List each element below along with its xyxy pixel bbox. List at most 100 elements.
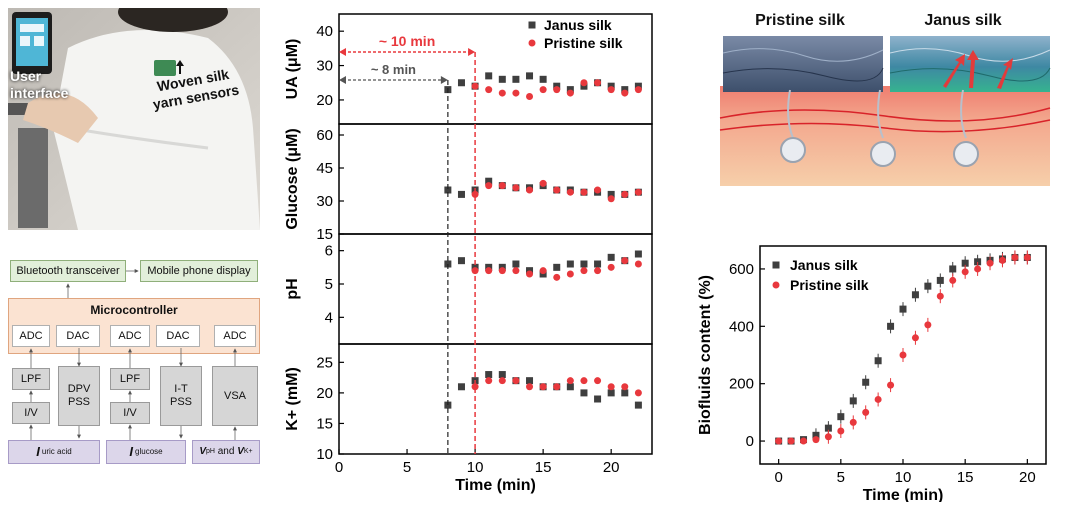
input-uric-main: I	[36, 443, 40, 459]
pristine-point	[485, 377, 493, 385]
pristine-point	[526, 383, 534, 391]
pristine-point	[594, 79, 602, 87]
y-tick-label: 15	[316, 415, 333, 432]
janus-point	[887, 322, 895, 330]
phone-display-block: Mobile phone display	[140, 260, 258, 282]
pristine-point	[874, 395, 882, 403]
pristine-point	[485, 267, 493, 275]
legend-label: Janus silk	[544, 17, 612, 33]
pristine-point	[498, 377, 506, 385]
pristine-point	[621, 257, 629, 265]
input-vph-main: V	[199, 446, 207, 458]
janus-point	[862, 378, 870, 386]
pristine-point	[526, 93, 534, 100]
janus-point	[457, 257, 465, 265]
panel-frame	[338, 123, 653, 235]
janus-point	[607, 190, 615, 198]
janus-point	[924, 282, 932, 290]
janus-point	[634, 250, 642, 258]
pristine-point	[924, 321, 932, 329]
pristine-point	[526, 270, 534, 278]
vsa-block: VSA	[212, 366, 258, 426]
input-vk-sub: K+	[243, 447, 253, 455]
pristine-point	[471, 383, 479, 391]
x-tick-label: 10	[895, 469, 912, 486]
x-tick-label: 5	[403, 459, 411, 476]
legend-label: Pristine silk	[790, 277, 869, 293]
pristine-point	[553, 273, 561, 281]
janus-point	[444, 401, 452, 409]
pristine-point	[911, 334, 919, 342]
x-tick-label: 15	[957, 469, 974, 486]
pristine-point	[553, 383, 561, 391]
pristine-point	[471, 190, 479, 198]
janus-point	[498, 371, 506, 379]
y-tick-label: 15	[316, 226, 333, 243]
pristine-point	[566, 89, 574, 97]
pristine-point	[512, 377, 520, 385]
janus-point	[485, 177, 493, 185]
x-tick-label: 5	[837, 469, 845, 486]
pristine-point	[580, 267, 588, 275]
red-arrow-right	[468, 48, 476, 56]
x-tick-label: 0	[774, 469, 782, 486]
x-tick-label: 0	[335, 459, 343, 476]
pristine-point	[566, 270, 574, 278]
pristine-point	[998, 256, 1006, 264]
pristine-point	[512, 89, 520, 97]
legend-label: Janus silk	[790, 257, 858, 273]
janus-point	[485, 371, 493, 379]
y-tick-label: 200	[729, 376, 754, 393]
y-tick-label: 0	[746, 433, 754, 450]
janus-point	[974, 258, 982, 266]
legend-marker	[528, 39, 536, 47]
adc-block-3: ADC	[214, 325, 256, 347]
pristine-point	[512, 184, 520, 192]
pristine-point	[594, 267, 602, 275]
y-axis-label: pH	[284, 278, 301, 299]
pristine-point	[539, 383, 547, 391]
pristine-point	[580, 188, 588, 196]
pristine-point	[634, 260, 642, 268]
pristine-point	[634, 389, 642, 397]
pristine-point	[526, 186, 534, 194]
input-and: and	[214, 446, 238, 458]
janus-point	[457, 383, 465, 391]
pristine-point	[553, 86, 561, 94]
pristine-point	[862, 408, 870, 416]
pristine-point	[539, 86, 547, 94]
pristine-point	[1011, 253, 1019, 261]
y-tick-label: 400	[729, 318, 754, 335]
janus-point	[936, 276, 944, 284]
pristine-point	[621, 383, 629, 391]
janus-point	[512, 75, 520, 83]
pristine-point	[607, 195, 615, 203]
pristine-point	[580, 377, 588, 385]
pristine-point	[566, 188, 574, 196]
pristine-point	[539, 267, 547, 275]
legend-marker	[772, 281, 780, 289]
y-axis-label: K+ (mM)	[284, 367, 301, 431]
pristine-point	[594, 186, 602, 194]
janus-point	[812, 431, 820, 439]
grey-arrow-right	[440, 76, 448, 84]
pristine-point	[961, 268, 969, 276]
janus-point	[837, 413, 845, 421]
janus-point	[899, 305, 907, 313]
block-connectors	[29, 269, 237, 440]
y-axis-label: UA (μM)	[284, 39, 301, 100]
janus-point	[566, 260, 574, 268]
pristine-point	[498, 267, 506, 275]
pristine-point	[824, 433, 832, 441]
janus-point	[949, 265, 957, 273]
y-tick-label: 40	[316, 23, 333, 40]
annotation-10min: ~ 10 min	[379, 33, 435, 49]
janus-point	[539, 75, 547, 83]
y-tick-label: 20	[316, 92, 333, 109]
janus-point	[634, 401, 642, 409]
iv-block-2: I/V	[110, 402, 150, 424]
pristine-point	[787, 437, 795, 445]
